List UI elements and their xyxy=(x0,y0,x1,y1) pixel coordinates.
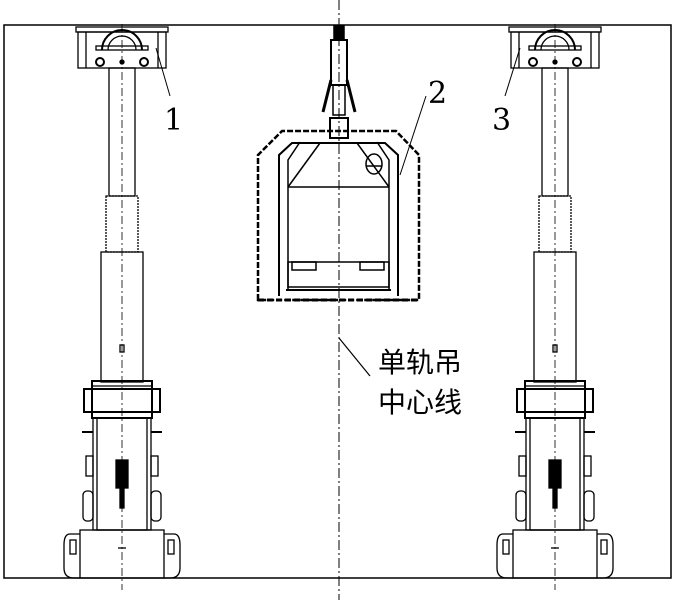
cage-frame xyxy=(256,129,421,302)
tunnel-frame xyxy=(3,24,672,579)
leader-2 xyxy=(399,95,427,176)
support-post-left xyxy=(63,23,181,591)
centerline-label-line1: 单轨吊 xyxy=(378,346,462,379)
part-label-2: 2 xyxy=(428,76,447,111)
hoist-hook xyxy=(321,25,357,139)
part-label-3: 3 xyxy=(492,103,511,138)
leader-1 xyxy=(155,47,171,97)
leader-centerline xyxy=(338,337,371,377)
part-label-1: 1 xyxy=(164,103,183,138)
support-post-right xyxy=(496,23,614,591)
centerline-label-line2: 中心线 xyxy=(378,386,462,419)
leader-3 xyxy=(504,47,521,97)
